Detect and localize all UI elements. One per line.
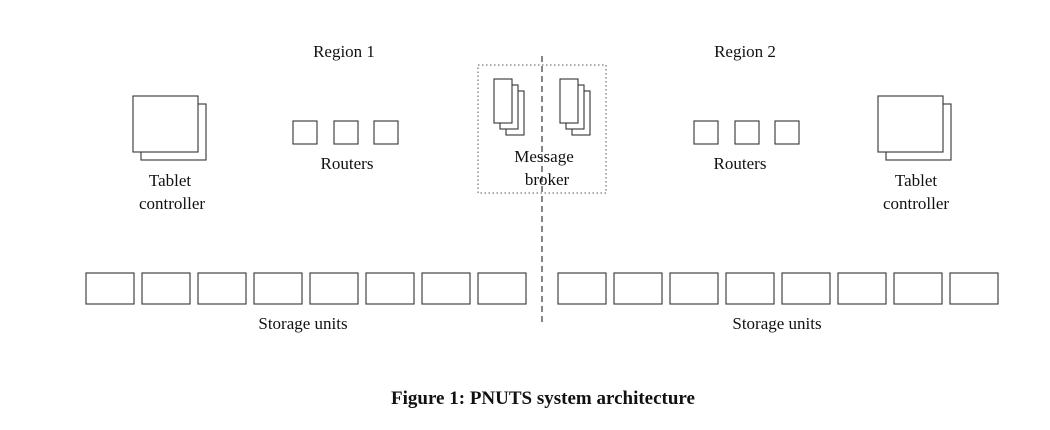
region-1-controller-label-line2: controller bbox=[139, 194, 205, 213]
region-1-tablet-controller-icon bbox=[132, 95, 207, 161]
region-2-controller-label-line1: Tablet bbox=[895, 171, 938, 190]
region-1-storage-unit bbox=[421, 272, 471, 305]
region-2-storage-unit bbox=[613, 272, 663, 305]
region-2-storage-units bbox=[557, 272, 999, 305]
region-2-storage-label: Storage units bbox=[732, 314, 821, 333]
region-1-controller-label-line1: Tablet bbox=[149, 171, 192, 190]
region-1-router-box bbox=[333, 120, 359, 145]
region-1-router-box bbox=[373, 120, 399, 145]
region-1-storage-unit bbox=[253, 272, 303, 305]
region-2-controller-label-line2: controller bbox=[883, 194, 949, 213]
region-1-storage-label: Storage units bbox=[258, 314, 347, 333]
region-2-storage-unit bbox=[669, 272, 719, 305]
region-1-storage-unit bbox=[85, 272, 135, 305]
figure-caption: Figure 1: PNUTS system architecture bbox=[391, 388, 695, 409]
region-1-storage-unit bbox=[197, 272, 247, 305]
region-2-router-box bbox=[734, 120, 760, 145]
region-2-title: Region 2 bbox=[714, 42, 776, 61]
region-1-storage-unit bbox=[309, 272, 359, 305]
message-broker-left-icon bbox=[493, 78, 525, 136]
region-2-router-box bbox=[774, 120, 800, 145]
message-broker-label-line1: Message bbox=[514, 147, 573, 166]
region-1-routers-label: Routers bbox=[321, 154, 374, 173]
region-1-storage-unit bbox=[141, 272, 191, 305]
region-2-storage-unit bbox=[725, 272, 775, 305]
region-1-storage-unit bbox=[477, 272, 527, 305]
region-2-storage-unit bbox=[949, 272, 999, 305]
region-1-router-box bbox=[292, 120, 318, 145]
region-2-storage-unit bbox=[557, 272, 607, 305]
region-2-storage-unit bbox=[893, 272, 943, 305]
region-1-storage-unit bbox=[365, 272, 415, 305]
region-2-storage-unit bbox=[837, 272, 887, 305]
message-broker-boundary bbox=[477, 64, 607, 194]
region-2-router-box bbox=[693, 120, 719, 145]
message-broker-label-line2: broker bbox=[525, 170, 570, 189]
region-1-title: Region 1 bbox=[313, 42, 375, 61]
region-2-tablet-controller-icon bbox=[877, 95, 952, 161]
region-1-storage-units bbox=[85, 272, 527, 305]
message-broker-right-icon bbox=[559, 78, 591, 136]
region-2-routers-label: Routers bbox=[714, 154, 767, 173]
region-2-storage-unit bbox=[781, 272, 831, 305]
